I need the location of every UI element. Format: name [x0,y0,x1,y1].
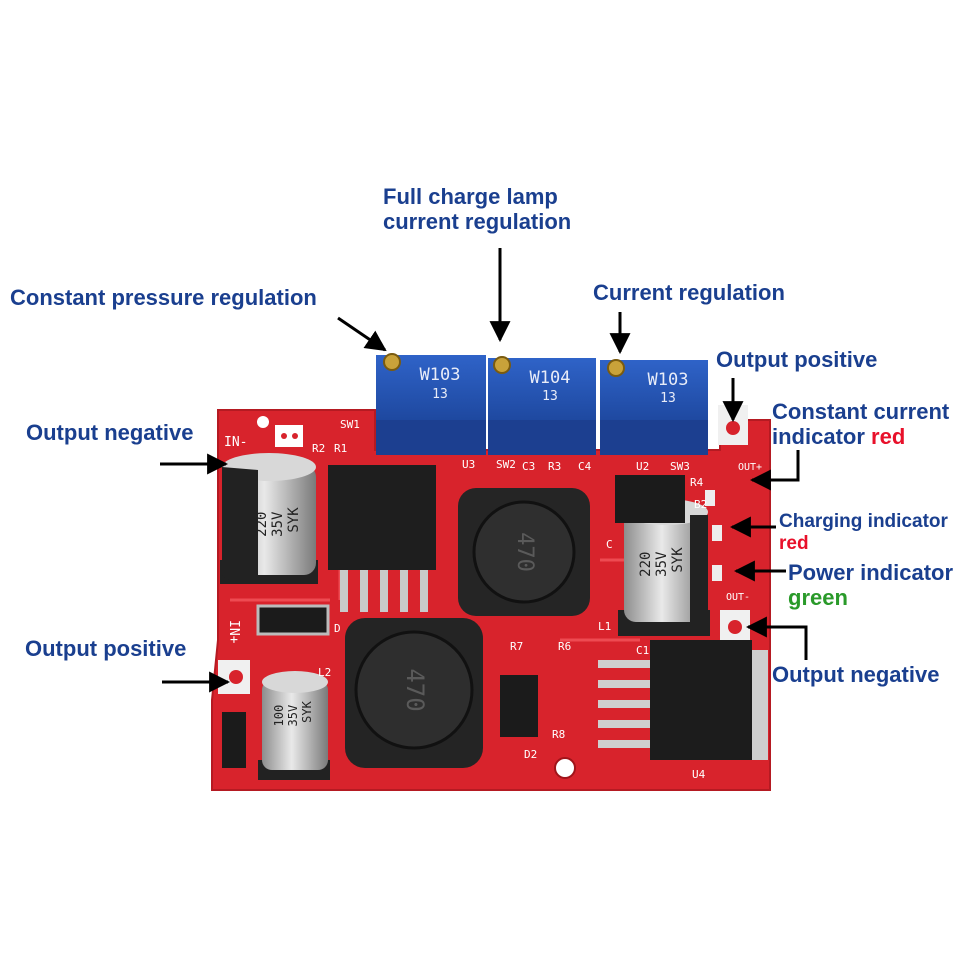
mount-hole [257,416,269,428]
silk-c3: C3 [522,460,535,473]
led-2 [712,525,722,541]
label-output-positive-right: Output positive [716,347,878,372]
label-constant-current: Constant current indicator red [772,399,949,449]
label-full-charge-line1: Full charge lamp [383,184,558,209]
mount-hole [554,757,576,779]
silk-sw3: SW3 [670,460,690,473]
label-power-color: green [788,585,848,610]
pot-sub-3: 13 [660,391,676,406]
pad-hole [728,620,742,634]
label-charging-indicator: Charging indicator red [779,511,948,555]
silk-in-plus: IN+ [226,620,241,644]
cap-right-voltage: 35V [654,551,670,577]
pot-code-3: W103 [648,370,689,390]
silk-d: D [334,622,341,635]
cap-bottom-text: 100 35V SYK [272,698,314,727]
silk-d2: D2 [524,748,537,761]
pot-code-2: W104 [530,368,571,388]
pot-sub-1: 13 [432,387,448,402]
regulator-chip-u4 [598,640,768,760]
chip-u2 [615,475,685,523]
pad-hole [726,421,740,435]
led-3 [712,565,722,581]
pad-hole [281,433,287,439]
pad-hole [292,433,298,439]
silk-sw1: SW1 [340,418,360,431]
silk-c: C [606,538,613,551]
arrow-constant-current [749,450,800,491]
cap-left-voltage: 35V [270,511,286,537]
diode-bottom-left [222,712,246,768]
inductor-top [458,488,590,616]
arrow-constant-pressure [337,316,387,352]
cap-bottom-voltage: 35V [286,705,300,727]
label-power-indicator: Power indicator green [788,560,953,610]
pot-code-1: W103 [420,365,461,385]
label-full-charge: Full charge lamp current regulation [383,184,571,234]
label-constant-current-color: red [871,424,906,449]
silk-r1: R1 [334,442,347,455]
silk-sw2: SW2 [496,458,516,471]
silk-r8: R8 [552,728,565,741]
silk-c4: C4 [578,460,592,473]
potentiometer-2 [488,356,596,455]
silk-in-minus: IN- [224,435,247,450]
silk-r7: R7 [510,640,523,653]
label-output-negative-left: Output negative [26,420,194,445]
diode-left [256,604,330,636]
silk-out-plus: OUT+ [738,462,762,473]
pad-hole [229,670,243,684]
cap-bottom-brand: SYK [300,700,314,722]
label-constant-current-text: indicator [772,424,865,449]
capacitor-bottom [258,671,330,780]
silk-r4: R4 [690,476,704,489]
label-output-positive-left: Output positive [25,636,187,661]
silk-r2: R2 [312,442,325,455]
regulator-chip-left [328,465,436,612]
cap-right-value: 220 [638,552,654,577]
pad-in-minus [275,425,303,447]
arrow-output-negative-right [745,616,808,660]
led-1 [705,490,715,506]
pot-sub-2: 13 [542,389,558,404]
cap-left-brand: SYK [286,507,302,533]
silk-r6: R6 [558,640,571,653]
label-power-text: Power indicator [788,560,954,585]
inductor-bottom-value: 470 [401,668,429,711]
silk-b2: B2 [694,498,707,511]
silk-u2: U2 [636,460,649,473]
label-constant-current-line1: Constant current [772,399,950,424]
label-output-negative-right: Output negative [772,662,940,687]
label-current-regulation: Current regulation [593,280,785,305]
silk-l1: L1 [598,620,611,633]
silk-c1: C1 [636,644,649,657]
silk-l2: L2 [318,666,331,679]
label-charging-color: red [779,533,809,554]
inductor-top-value: 470 [512,532,537,572]
silk-r3: R3 [548,460,561,473]
inductor-bottom [345,618,483,768]
cap-left-value: 220 [254,512,270,537]
cap-right-text: 220 35V SYK [638,543,686,577]
label-constant-current-line2: indicator red [772,424,949,449]
silk-u4: U4 [692,768,706,781]
silk-u3: U3 [462,458,475,471]
cap-right-brand: SYK [670,547,686,573]
cap-left-text: 220 35V SYK [254,503,302,537]
cap-bottom-value: 100 [272,705,286,727]
potentiometer-1 [376,353,486,455]
capacitor-left [220,453,318,584]
diode-d2 [500,675,538,737]
potentiometer-3 [600,359,708,455]
label-full-charge-line2: current regulation [383,209,572,234]
label-charging-text: Charging indicator [779,511,948,532]
silk-out-minus: OUT- [726,592,750,603]
label-constant-pressure: Constant pressure regulation [10,285,317,310]
